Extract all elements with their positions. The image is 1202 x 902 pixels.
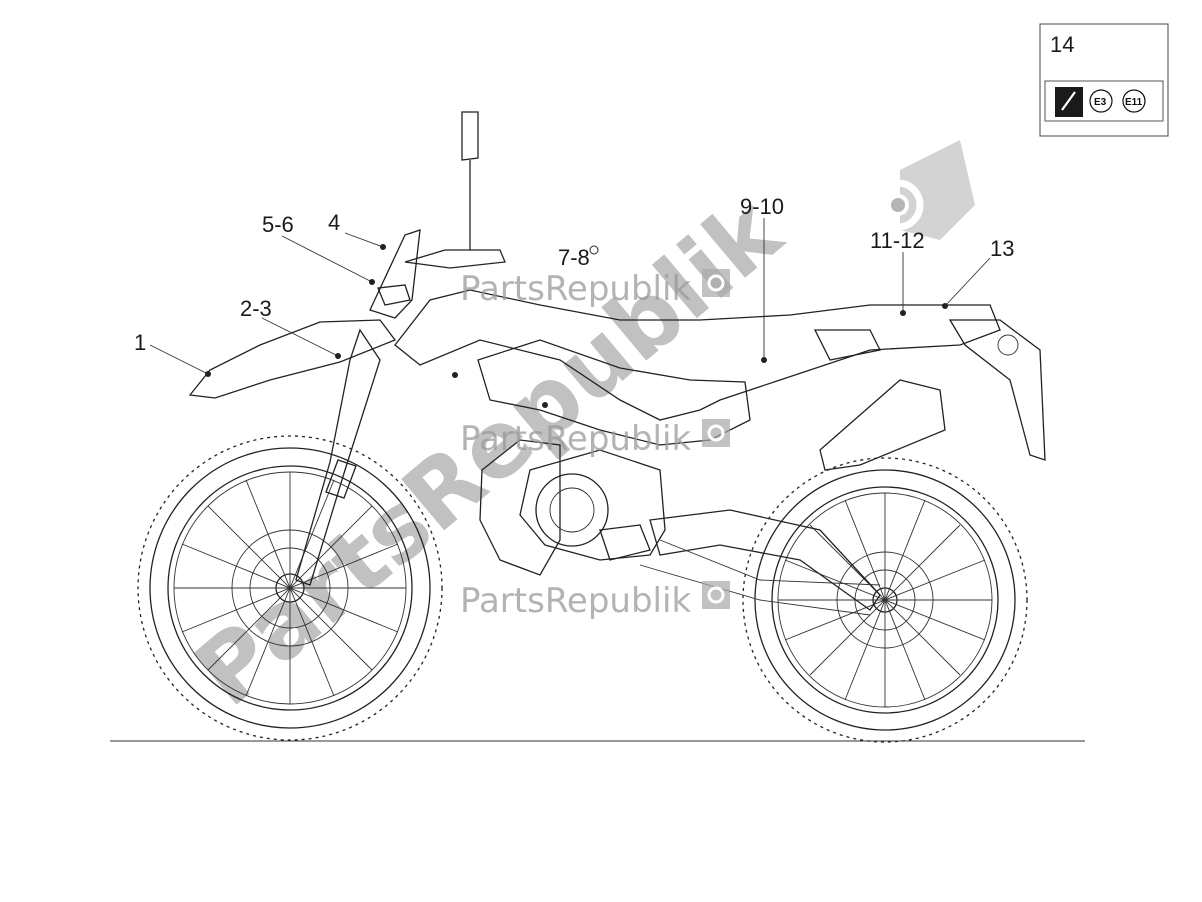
callout-13: 13: [990, 236, 1014, 261]
callout-7-8: 7-8: [558, 245, 590, 270]
front-wheel: [137, 435, 443, 741]
watermark-row-2: PartsRepublik: [460, 419, 730, 459]
front-assembly: [188, 111, 506, 586]
watermark-row-1: PartsRepublik: [460, 269, 730, 309]
gear-icon: [702, 419, 730, 447]
badge-e11: E11: [1125, 97, 1143, 108]
gear-icon: [702, 269, 730, 297]
brand-logo-icon: [1055, 87, 1083, 117]
watermark-row-3: PartsRepublik: [460, 581, 730, 621]
leader-lines: [149, 218, 991, 408]
badge-e3: E3: [1094, 97, 1107, 108]
callout-labels: 1 2-3 5-6 4 7-8 9-10 11-12 13: [134, 194, 1014, 355]
inset-label: 14: [1050, 32, 1074, 57]
callout-2-3: 2-3: [240, 296, 272, 321]
callout-9-10: 9-10: [740, 194, 784, 219]
inset-box: 14 E3 E11: [1039, 23, 1169, 137]
swingarm: [639, 509, 881, 616]
watermark-text: PartsRepublik: [460, 581, 691, 621]
callout-4: 4: [328, 210, 340, 235]
callout-11-12: 11-12: [870, 228, 925, 253]
watermark-text: PartsRepublik: [460, 419, 691, 459]
rear-wheel: [742, 457, 1028, 743]
gear-icon: [702, 581, 730, 609]
watermark-gear-icon: [872, 179, 924, 231]
watermark-text: PartsRepublik: [460, 269, 691, 309]
engine: [519, 449, 666, 561]
callout-1: 1: [134, 330, 146, 355]
frame-body: [394, 289, 1046, 576]
callout-5-6: 5-6: [262, 212, 294, 237]
